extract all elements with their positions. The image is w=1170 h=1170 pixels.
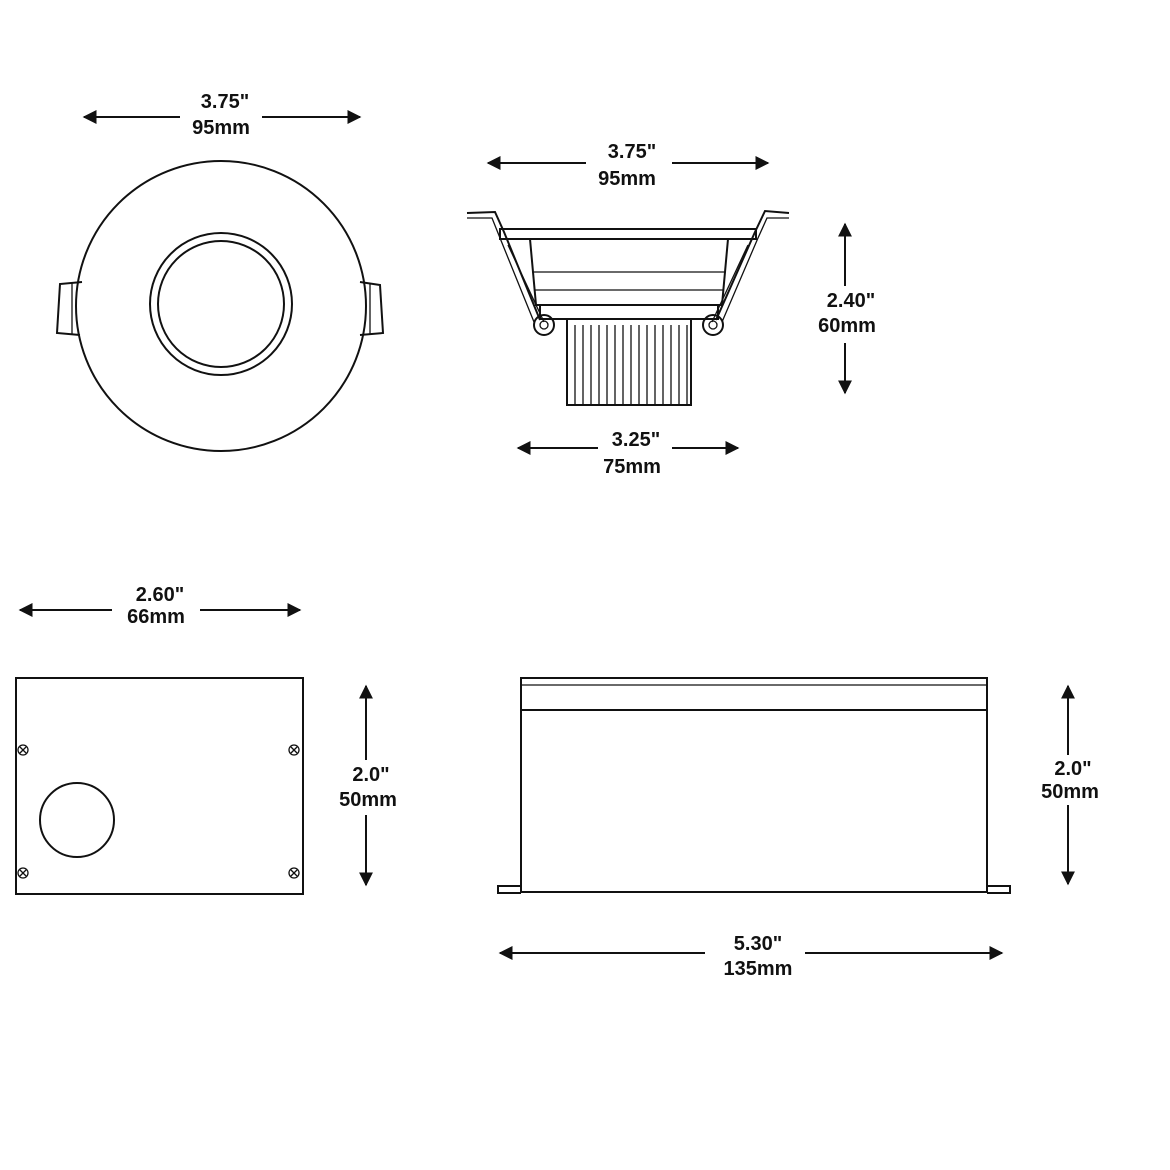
end-view-height-in: 2.0": [352, 764, 389, 786]
side-view-top-width-mm: 95mm: [598, 168, 656, 190]
top-view-width-mm: 95mm: [192, 117, 250, 139]
mounting-tab-left: [497, 885, 521, 894]
side-view-top-width-in: 3.75": [608, 141, 656, 163]
trim-side-view: 3.75" 95mm 2.40" 60mm 3.25" 75mm: [466, 141, 876, 478]
screw-icon: [288, 744, 300, 756]
end-view-height-mm: 50mm: [339, 789, 397, 811]
side-view-height-in: 2.40": [827, 290, 875, 312]
junction-box-end-view: 2.60" 66mm 2.0" 50mm: [15, 584, 397, 895]
side-box-length-in: 5.30": [734, 933, 782, 955]
end-view-box: [15, 677, 304, 895]
mounting-tab-right: [987, 885, 1011, 894]
junction-box-side-view: 2.0" 50mm 5.30" 135mm: [497, 677, 1099, 980]
side-box-height-in: 2.0": [1054, 758, 1091, 780]
spring-clip-right: [359, 281, 385, 336]
trim-outer-ring: [75, 160, 367, 452]
side-box-length-mm: 135mm: [724, 958, 793, 980]
heat-sink: [566, 318, 692, 406]
side-spring-clip-left-c: [507, 244, 545, 323]
side-spring-clip-left-b: [467, 217, 535, 323]
screw-icon: [17, 744, 29, 756]
screw-icon: [17, 867, 29, 879]
trim-aperture-inner: [157, 240, 285, 368]
side-view-height-mm: 60mm: [818, 315, 876, 337]
side-view-bottom-width-mm: 75mm: [603, 456, 661, 478]
trim-base-plate: [539, 304, 719, 320]
clip-pivot-left: [533, 314, 555, 336]
side-box-height-mm: 50mm: [1041, 781, 1099, 803]
trim-aperture-outer: [149, 232, 293, 376]
top-view-width-in: 3.75": [201, 91, 249, 113]
side-spring-clip-right-c: [711, 244, 749, 323]
knockout-hole: [39, 782, 115, 858]
side-view-box: [520, 677, 988, 893]
clip-pivot-right: [702, 314, 724, 336]
spring-clip-left: [55, 281, 83, 336]
side-view-bottom-width-in: 3.25": [612, 429, 660, 451]
end-view-width-in: 2.60": [136, 584, 184, 606]
trim-flange: [499, 228, 757, 240]
end-view-width-mm: 66mm: [127, 606, 185, 628]
side-spring-clip-right-b: [721, 217, 789, 323]
trim-top-view: 3.75" 95mm: [55, 91, 385, 452]
clip-pivot-left-inner: [539, 320, 549, 330]
side-spring-clip-right: [715, 209, 790, 321]
clip-pivot-right-inner: [708, 320, 718, 330]
heat-sink-outline: [566, 318, 692, 406]
screw-icon: [288, 867, 300, 879]
